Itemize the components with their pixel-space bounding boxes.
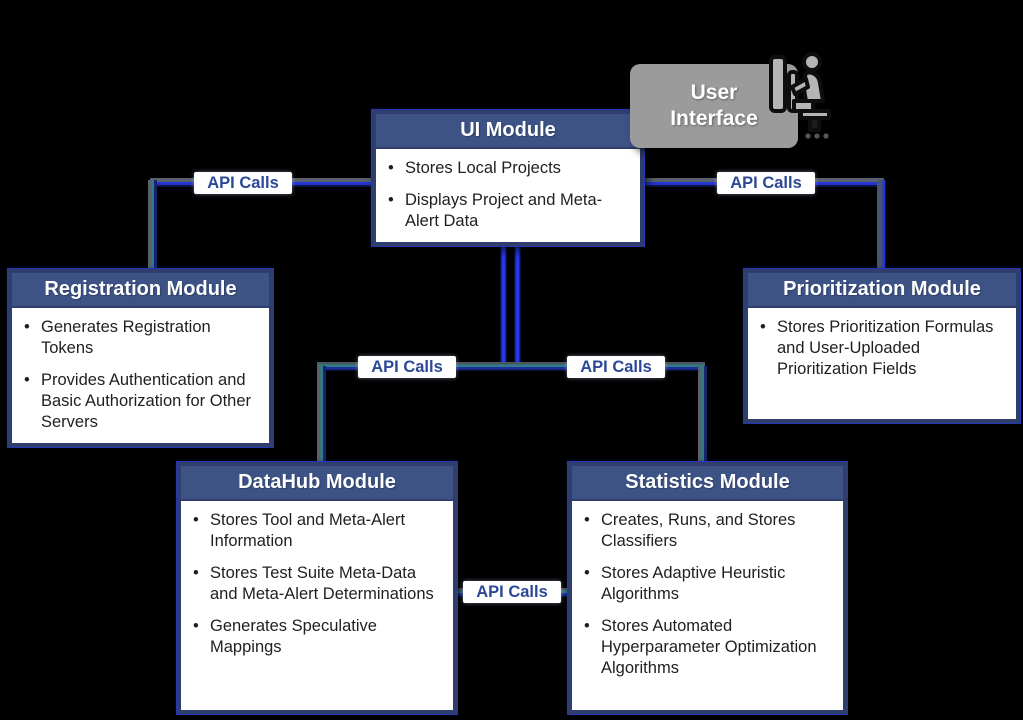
connector-prioritization-vertical: [877, 180, 886, 270]
datahub-module-box: DataHub Module • Stores Tool and Meta-Ale…: [176, 461, 458, 715]
bullet-item: • Stores Prioritization Formulas and User…: [760, 317, 1010, 380]
prioritization-module-box: Prioritization Module • Stores Prioritiza…: [743, 268, 1021, 424]
bullet-text: Stores Local Projects: [405, 159, 561, 177]
connector-datahub-vertical: [317, 366, 326, 462]
api-calls-label: API Calls: [717, 172, 815, 194]
bullet-text: Stores Prioritization Formulas and User-…: [777, 318, 994, 378]
bullet-item: • Stores Automated Hyperparameter Optimiz…: [584, 616, 817, 679]
bullet-item: • Provides Authentication and Basic Autho…: [24, 370, 263, 433]
bullet-dot: •: [193, 511, 199, 529]
module-bullet-list: • Creates, Runs, and Stores Classifiers •…: [572, 501, 843, 685]
bullet-text: Stores Tool and Meta-Alert Information: [210, 511, 406, 550]
connector-ui-bottom-vertical-right: [514, 244, 521, 366]
person-at-computer-icon: [769, 52, 831, 139]
bullet-item: • Creates, Runs, and Stores Classifiers: [584, 510, 817, 552]
connector-registration-vertical: [148, 180, 157, 270]
module-bullet-list: •Stores Tool and Meta-Alert Information …: [181, 501, 453, 664]
module-title: Statistics Module: [572, 466, 843, 501]
module-title: UI Module: [376, 114, 640, 149]
module-title: Prioritization Module: [748, 273, 1016, 308]
module-title: Registration Module: [12, 273, 269, 308]
bullet-dot: •: [24, 370, 30, 389]
connector-middle-bus-horizontal: [317, 362, 705, 371]
registration-module-box: Registration Module • Generates Registrat…: [7, 268, 274, 448]
bullet-text: Generates Registration Tokens: [41, 318, 211, 357]
bullet-item: • Stores Adaptive Heuristic Algorithms: [584, 563, 817, 605]
bullet-dot: •: [24, 318, 30, 336]
bullet-text: Provides Authentication and Basic Author…: [41, 370, 252, 431]
connector-statistics-vertical: [698, 366, 707, 462]
bullet-item: • Stores Test Suite Meta-Data and Meta-Al…: [193, 563, 447, 605]
statistics-module-box: Statistics Module • Creates, Runs, and St…: [567, 461, 848, 715]
bullet-text: Stores Adaptive Heuristic Algorithms: [601, 563, 786, 603]
module-bullet-list: • Stores Prioritization Formulas and User…: [748, 308, 1016, 386]
bullet-item: • Displays Project and Meta-Alert Data: [388, 190, 634, 232]
bullet-dot: •: [193, 563, 199, 582]
module-bullet-list: • Stores Local Projects • Displays Project…: [376, 149, 640, 238]
api-calls-label: API Calls: [463, 581, 561, 603]
bullet-dot: •: [388, 159, 394, 177]
bullet-text: Stores Automated Hyperparameter Optimiza…: [601, 616, 817, 677]
bullet-dot: •: [388, 190, 394, 209]
bullet-text: Displays Project and Meta-Alert Data: [405, 190, 603, 230]
bullet-text: Creates, Runs, and Stores Classifiers: [601, 511, 796, 550]
bullet-dot: •: [584, 616, 590, 635]
ui-module-box: UI Module • Stores Local Projects • Displa…: [371, 109, 645, 247]
bullet-item: • Generates Speculative Mappings: [193, 616, 447, 658]
api-calls-label: API Calls: [358, 356, 456, 378]
module-bullet-list: • Generates Registration Tokens • Provides…: [12, 308, 269, 439]
connector-ui-bottom-vertical-left: [500, 244, 507, 366]
bullet-dot: •: [193, 616, 199, 635]
bullet-item: • Generates Registration Tokens: [24, 317, 263, 359]
bullet-dot: •: [584, 511, 590, 529]
bullet-item: • Stores Local Projects: [388, 158, 634, 179]
api-calls-label: API Calls: [194, 172, 292, 194]
user-interface-label: User Interface: [670, 80, 758, 130]
bullet-text: Generates Speculative Mappings: [210, 616, 377, 656]
bullet-text: Stores Test Suite Meta-Data and Meta-Ale…: [210, 563, 434, 603]
bullet-item: • Stores Tool and Meta-Alert Information: [193, 510, 447, 552]
bullet-dot: •: [760, 318, 766, 336]
module-title: DataHub Module: [181, 466, 453, 501]
api-calls-label: API Calls: [567, 356, 665, 378]
bullet-dot: •: [584, 563, 590, 582]
